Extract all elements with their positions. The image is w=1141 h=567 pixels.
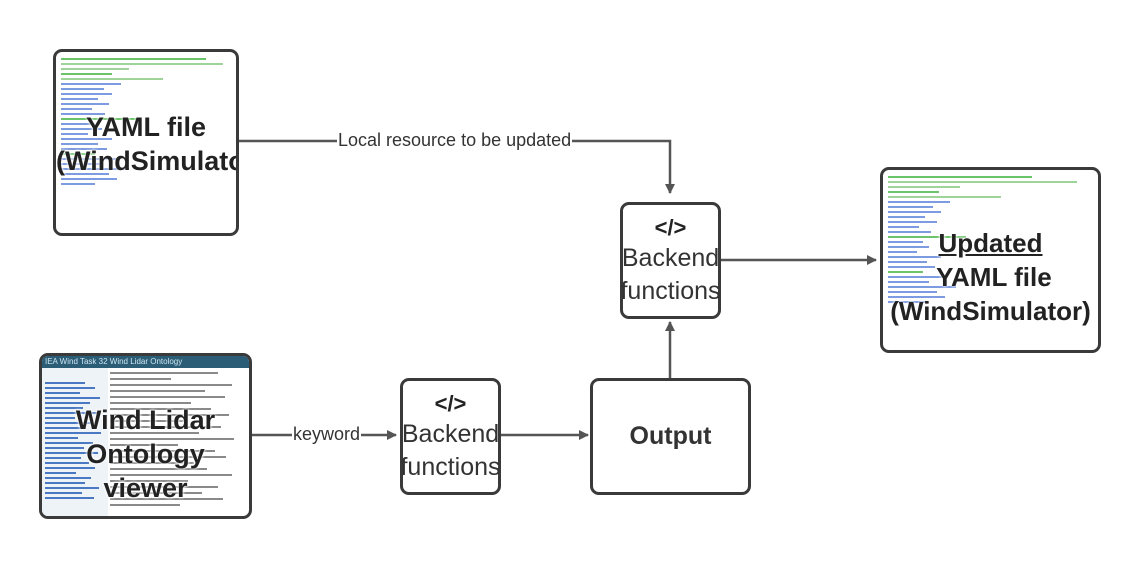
updated-yaml-title-line1: Updated YAML file — [883, 226, 1098, 294]
yaml-file-title: YAML file (WindSimulator) — [56, 110, 236, 178]
ontology-main-panel — [110, 372, 245, 516]
ontology-viewer-title-line2: Ontology viewer — [86, 439, 205, 503]
yaml-preview — [61, 58, 231, 227]
backend-bottom-label-line2: functions — [400, 452, 501, 481]
updated-yaml-title: Updated YAML file (WindSimulator) — [883, 226, 1098, 328]
ontology-viewer-title-line1: Wind Lidar — [75, 405, 216, 435]
updated-yaml-file-node: Updated YAML file (WindSimulator) — [880, 167, 1101, 353]
yaml-file-node: YAML file (WindSimulator) — [53, 49, 239, 236]
backend-top-label-line1: Backend — [621, 243, 720, 272]
updated-yaml-title-rest: YAML file — [929, 262, 1052, 292]
updated-yaml-preview — [888, 176, 1093, 344]
edge-label-local-resource: Local resource to be updated — [337, 130, 573, 150]
updated-yaml-title-line2: (WindSimulator) — [890, 296, 1091, 326]
ontology-sidebar — [42, 368, 108, 516]
output-node: Output — [590, 378, 751, 495]
backend-bottom-label-line1: Backend — [401, 419, 500, 448]
ontology-viewer-header-text: IEA Wind Task 32 Wind Lidar Ontology — [45, 357, 183, 366]
ontology-viewer-title: Wind Lidar Ontology viewer — [42, 403, 249, 505]
backend-functions-top-node: </> Backend functions — [620, 202, 721, 319]
backend-top-label-line2: functions — [620, 276, 721, 305]
code-icon: </> — [654, 214, 687, 240]
output-label: Output — [629, 422, 712, 450]
edge-label-keyword: keyword — [292, 424, 362, 444]
ontology-viewer-node: IEA Wind Task 32 Wind Lidar Ontology Win… — [39, 353, 252, 519]
yaml-file-title-line1: YAML file — [85, 112, 207, 142]
ontology-viewer-header: IEA Wind Task 32 Wind Lidar Ontology — [42, 356, 249, 368]
backend-functions-bottom-node: </> Backend functions — [400, 378, 501, 495]
code-icon: </> — [434, 390, 467, 416]
updated-emphasis: Updated — [938, 228, 1043, 258]
yaml-file-title-line2: (WindSimulator) — [56, 146, 236, 176]
